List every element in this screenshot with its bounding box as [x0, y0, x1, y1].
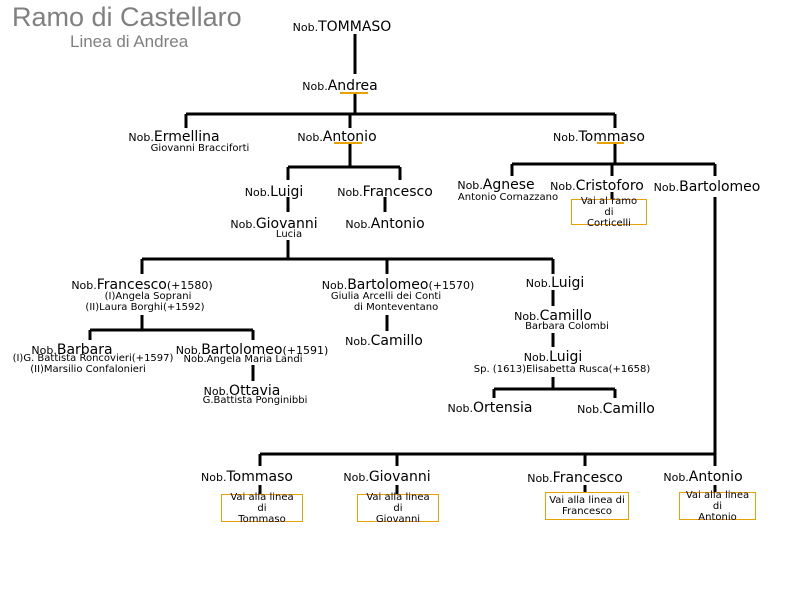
person-tommaso[interactable]: Nob.Tommaso	[553, 129, 645, 145]
person-bartolomeo-1591[interactable]: Nob.Bartolomeo(+1591)	[175, 342, 329, 358]
spouse-bartolomeo-1570-2: di Monteventano	[353, 302, 439, 313]
person-francesco-1580[interactable]: Nob.Francesco(+1580)	[71, 277, 213, 293]
spouse-barbara-2: (II)Marsilio Confalonieri	[30, 364, 146, 375]
person-ermellina[interactable]: Nob.Ermellina	[128, 129, 220, 145]
spouse-francesco-2: (II)Laura Borghi(+1592)	[85, 302, 205, 313]
spouse-luigi-3: Sp. (1613)Elisabetta Rusca(+1658)	[473, 364, 651, 375]
person-luigi[interactable]: Nob.Luigi	[244, 184, 304, 200]
spouse-agnese: Antonio Cornazzano	[457, 192, 559, 203]
spouse-bartolomeo-1570-1: Giulia Arcelli dei Conti	[330, 291, 442, 302]
person-camillo[interactable]: Nob.Camillo	[514, 308, 592, 324]
person-ortensia[interactable]: Nob.Ortensia	[447, 400, 533, 416]
person-luigi-3[interactable]: Nob.Luigi	[523, 349, 583, 365]
person-antonio[interactable]: Nob.Antonio	[297, 129, 377, 145]
person-andrea[interactable]: Nob.Andrea	[302, 78, 378, 94]
person-bartolomeo-1570[interactable]: Nob.Bartolomeo(+1570)	[321, 277, 475, 293]
person-antonio-2[interactable]: Nob.Antonio	[345, 216, 425, 232]
person-giovanni-2[interactable]: Nob.Giovanni	[343, 469, 431, 485]
spouse-bartolomeo-1591: Nob.Angela Maria Landi	[183, 354, 303, 365]
spouse-barbara-1: (I)G. Battista Roncovieri(+1597)	[12, 353, 174, 364]
person-tommaso-root[interactable]: Nob.TOMMASO	[292, 19, 392, 35]
person-luigi-2[interactable]: Nob.Luigi	[525, 275, 585, 291]
spouse-ottavia: G.Battista Ponginibbi	[202, 395, 308, 406]
page-title: Ramo di Castellaro	[12, 2, 242, 32]
person-bartolomeo[interactable]: Nob.Bartolomeo	[653, 179, 761, 195]
person-francesco[interactable]: Nob.Francesco	[337, 184, 433, 200]
spouse-ermellina: Giovanni Bracciforti	[150, 143, 250, 154]
spouse-francesco-1: (I)Angela Soprani	[104, 291, 192, 302]
person-tommaso-3[interactable]: Nob.Tommaso	[201, 469, 293, 485]
person-giovanni[interactable]: Nob.Giovanni	[230, 216, 318, 232]
spouse-giovanni: Lucia	[275, 229, 303, 240]
person-ottavia[interactable]: Nob.Ottavia	[203, 383, 281, 399]
person-agnese[interactable]: Nob.Agnese	[457, 177, 535, 193]
person-camillo-3[interactable]: Nob.Camillo	[577, 401, 655, 417]
person-cristoforo[interactable]: Nob.Cristoforo	[550, 178, 644, 194]
person-barbara[interactable]: Nob.Barbara	[31, 342, 113, 358]
spouse-camillo: Barbara Colombi	[525, 321, 609, 332]
person-francesco-3[interactable]: Nob.Francesco	[527, 470, 623, 486]
person-antonio-3[interactable]: Nob.Antonio	[663, 469, 743, 485]
page-subtitle: Linea di Andrea	[70, 32, 189, 51]
person-camillo-2[interactable]: Nob.Camillo	[345, 333, 423, 349]
